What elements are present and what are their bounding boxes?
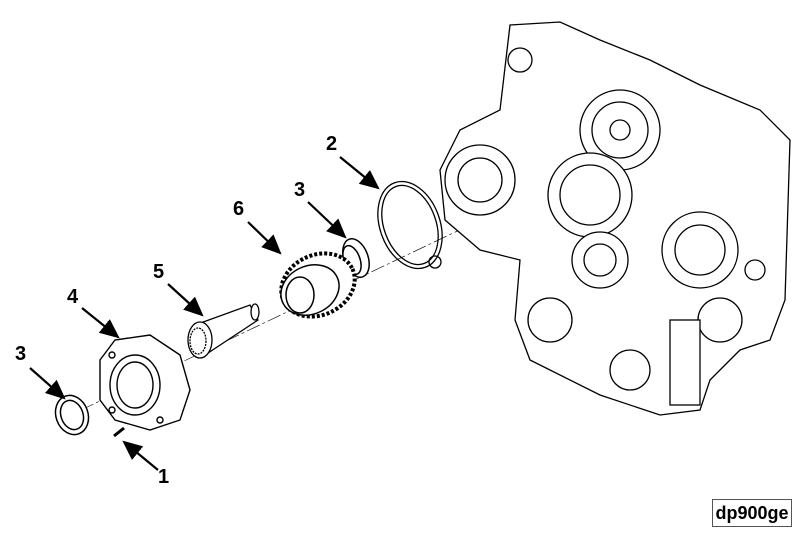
gear xyxy=(279,251,357,319)
callout-4: 4 xyxy=(67,286,79,308)
callout-3-bearing-seal: 3 xyxy=(15,343,27,365)
figure-id-label: dp900ge xyxy=(712,499,792,527)
shaft xyxy=(187,303,260,359)
callout-1: 1 xyxy=(158,466,170,488)
callout-5: 5 xyxy=(153,261,165,283)
callout-2: 2 xyxy=(326,133,338,155)
callout-6: 6 xyxy=(233,198,245,220)
callout-3-seal-ring: 3 xyxy=(294,179,306,201)
front-gear-cover xyxy=(439,21,791,416)
gasket xyxy=(377,180,443,270)
bearing-seal xyxy=(54,394,90,436)
callout-arrows xyxy=(29,156,380,471)
housing xyxy=(99,334,191,431)
capscrew xyxy=(113,426,125,438)
